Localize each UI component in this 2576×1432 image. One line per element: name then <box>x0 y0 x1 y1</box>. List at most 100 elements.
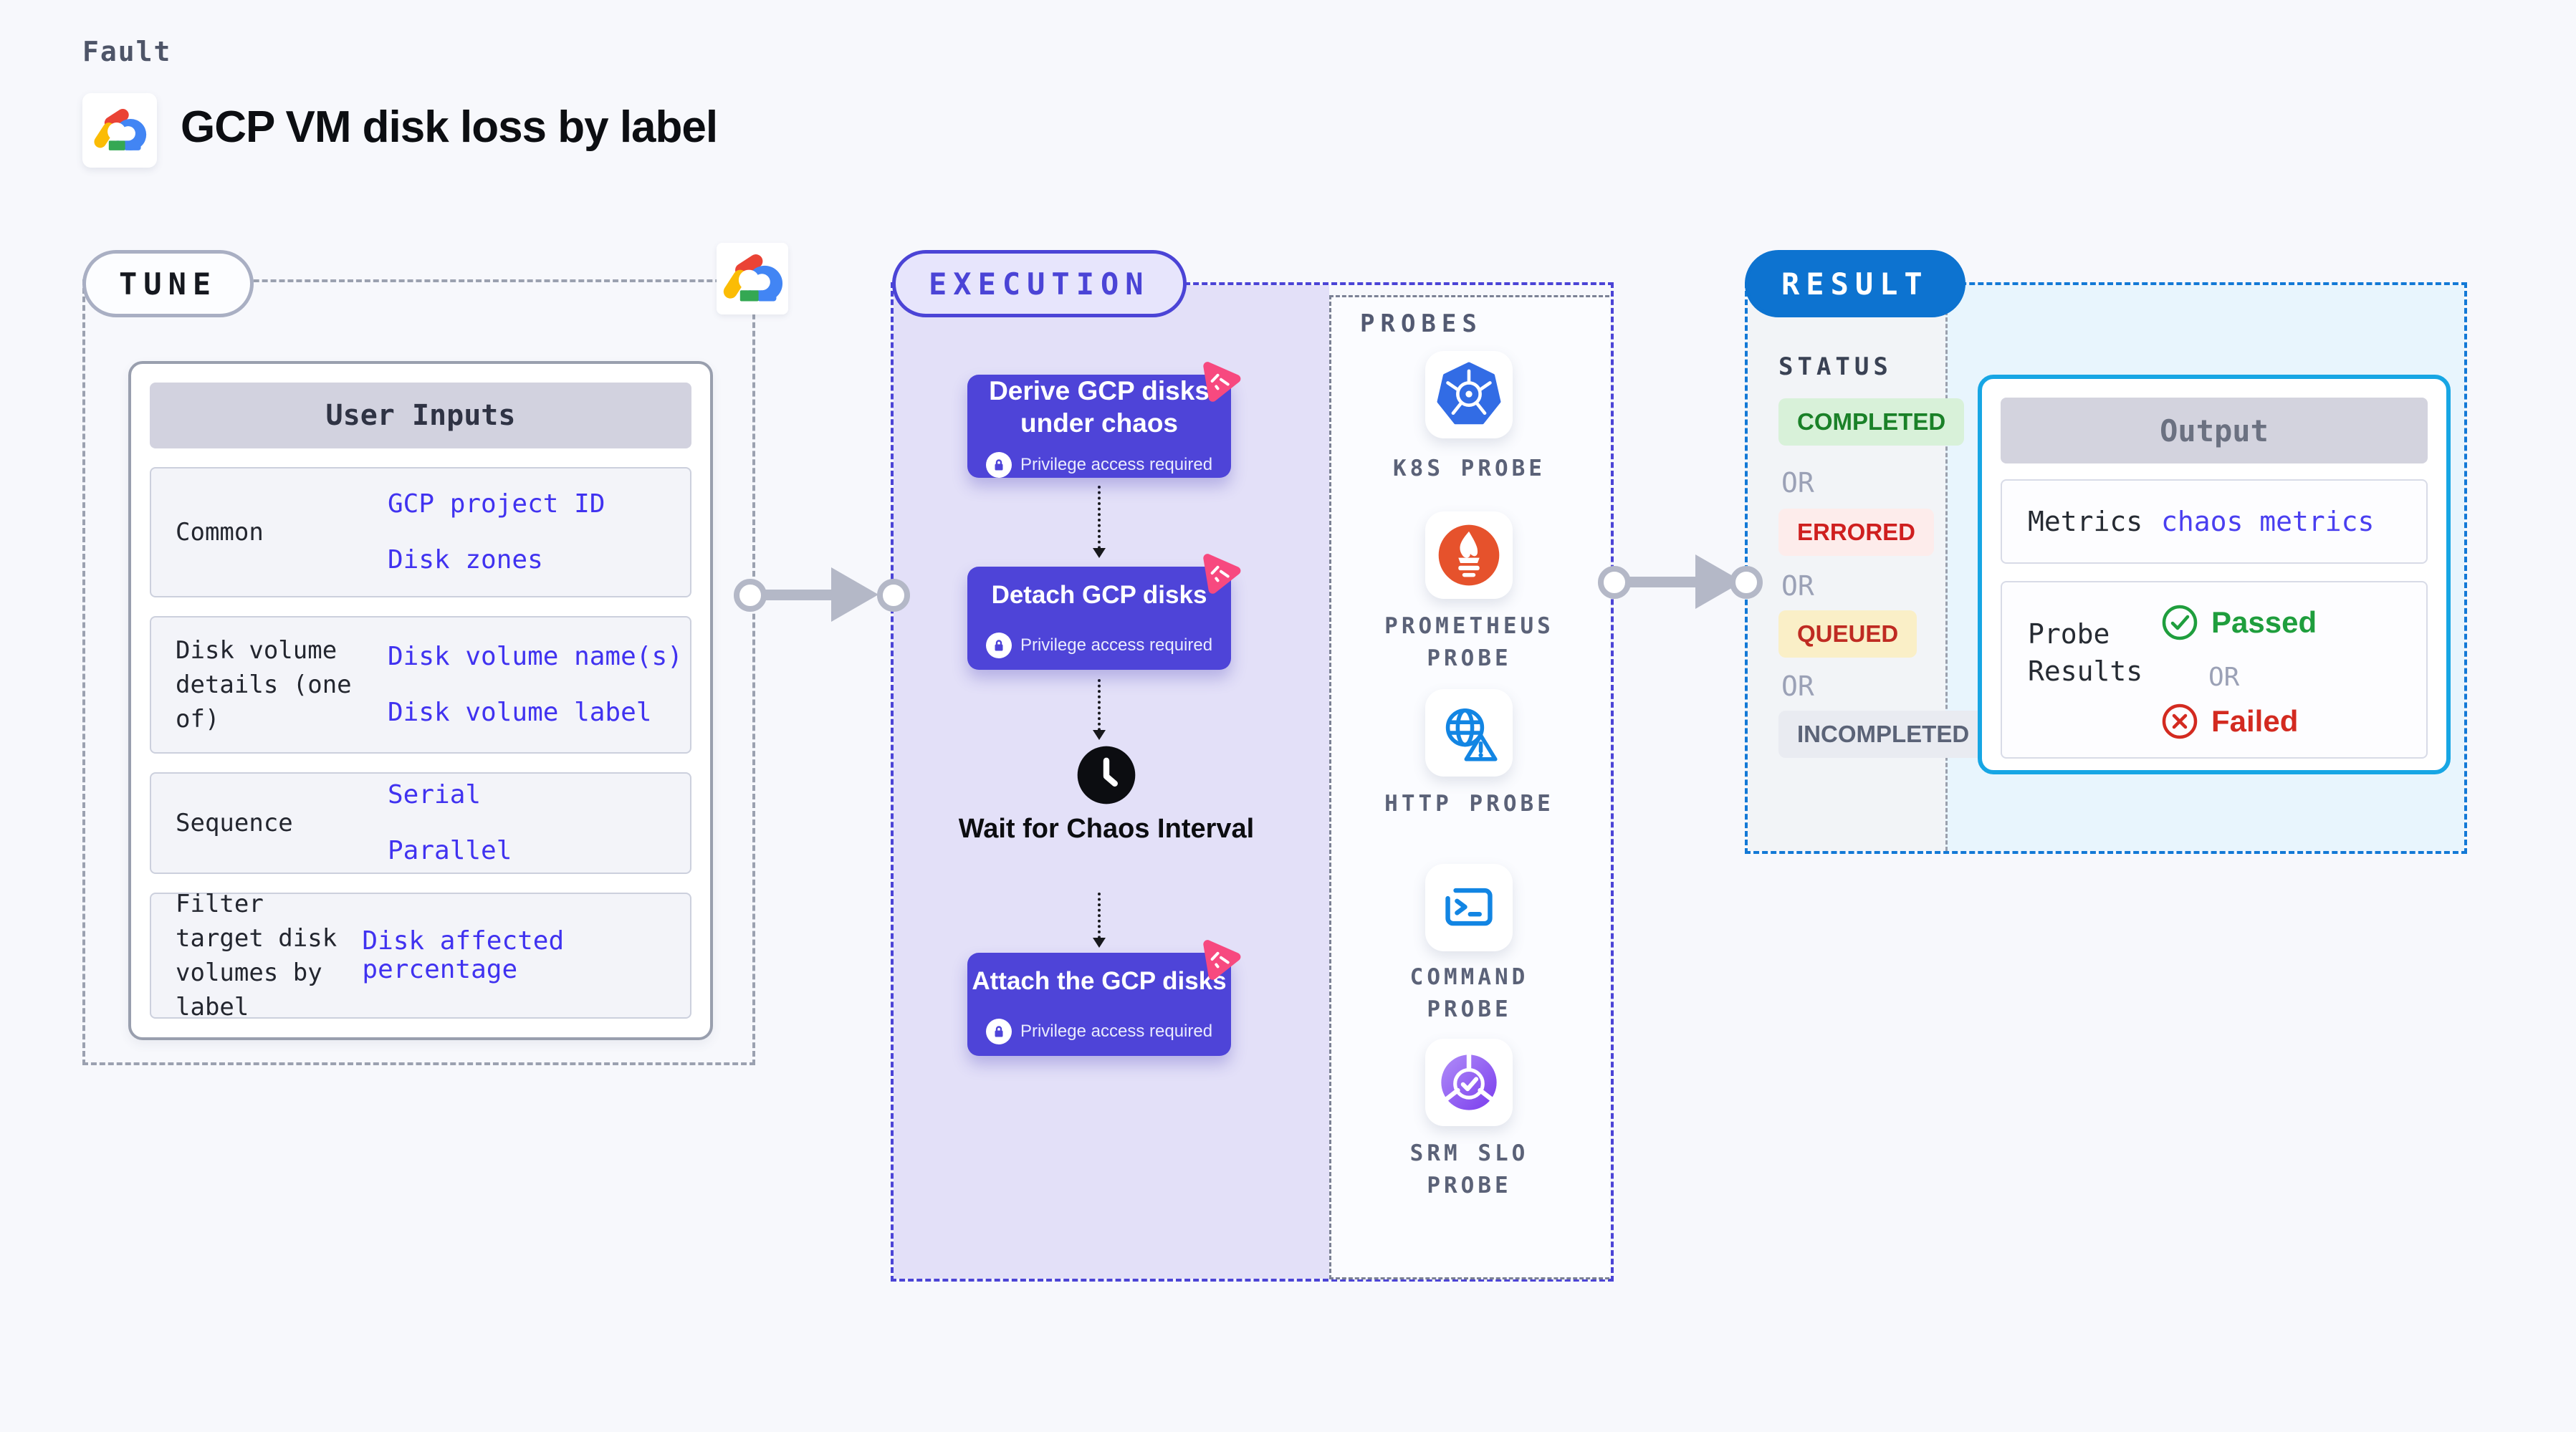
node-note-text: Privilege access required <box>1020 455 1213 474</box>
result-divider <box>1945 285 1948 851</box>
gcp-cloud-icon <box>92 106 147 150</box>
probe-results-label: Probe Results <box>2028 618 2143 687</box>
metrics-row: Metrics chaos metrics <box>2001 479 2428 564</box>
connector-line <box>1622 577 1698 587</box>
check-circle-icon <box>2162 605 2198 640</box>
chaos-icon <box>1192 355 1246 408</box>
row-value: Disk volume name(s) <box>388 642 683 671</box>
probe-label: COMMAND PROBE <box>1329 961 1609 1026</box>
status-chip-errored: ERRORED <box>1778 509 1935 556</box>
node-note: Privilege access required <box>985 1018 1212 1044</box>
lock-icon <box>985 1018 1012 1044</box>
tune-target-tile <box>717 243 788 314</box>
flow-arrow-down <box>1093 486 1106 558</box>
lock-icon <box>985 452 1012 478</box>
user-inputs-header: User Inputs <box>150 383 691 448</box>
metrics-label: Metrics <box>2028 506 2143 537</box>
row-values: Disk volume name(s) Disk volume label <box>388 643 683 727</box>
failed-text: Failed <box>2211 704 2299 738</box>
table-row: Disk volume details (one of) Disk volume… <box>150 616 691 754</box>
or-separator: OR <box>1781 570 1814 602</box>
execution-badge: EXECUTION <box>892 250 1187 317</box>
row-value: Disk affected percentage <box>362 926 565 984</box>
probe-label-text: HTTP PROBE <box>1384 791 1554 817</box>
or-separator: OR <box>2208 663 2240 692</box>
probe-tile-k8s <box>1425 351 1513 438</box>
connector-endpoint <box>1598 566 1631 599</box>
probe-label-text: PROMETHEUS PROBE <box>1384 613 1554 671</box>
table-row: Sequence Serial Parallel <box>150 772 691 874</box>
status-chip-queued: QUEUED <box>1778 610 1917 658</box>
chaos-icon <box>1192 933 1246 986</box>
probe-tile-command <box>1425 864 1513 951</box>
srm-slo-icon <box>1441 1052 1497 1110</box>
node-note: Privilege access required <box>985 632 1212 658</box>
terminal-icon <box>1445 888 1493 926</box>
output-card: Output Metrics chaos metrics Probe Resul… <box>1978 375 2451 774</box>
http-globe-icon <box>1445 708 1498 761</box>
lock-icon <box>985 632 1012 658</box>
chaos-icon <box>1192 547 1246 600</box>
flow-node-detach-disks: Detach GCP disks Privilege access requir… <box>967 567 1231 670</box>
row-value: Disk zones <box>388 545 543 575</box>
table-row: Filter target disk volumes by label Disk… <box>150 890 691 1022</box>
row-value: GCP project ID <box>388 489 605 519</box>
result-badge: RESULT <box>1745 250 1965 317</box>
or-separator: OR <box>1781 467 1814 499</box>
status-column-title: STATUS <box>1778 352 1892 381</box>
status-chip-completed: COMPLETED <box>1778 398 1965 446</box>
clock-icon <box>1076 745 1136 805</box>
metrics-value: chaos metrics <box>2161 506 2375 537</box>
probe-label-text: SRM SLO PROBE <box>1409 1140 1529 1198</box>
probes-panel <box>1329 295 1609 1279</box>
probe-label: K8S PROBE <box>1329 453 1609 485</box>
wait-step-label: Wait for Chaos Interval <box>958 814 1255 844</box>
node-note: Privilege access required <box>985 452 1213 478</box>
page-title: GCP VM disk loss by label <box>181 102 718 152</box>
row-values: Serial Parallel <box>388 781 512 865</box>
row-value: Disk volume label <box>388 698 652 727</box>
tune-badge: TUNE <box>82 250 254 317</box>
passed-text: Passed <box>2211 605 2317 639</box>
node-title: Derive GCP disks under chaos <box>989 376 1210 438</box>
passed-result: Passed <box>2161 604 2317 641</box>
probe-label-text: K8S PROBE <box>1393 456 1546 481</box>
tune-section-box <box>82 279 755 1065</box>
x-circle-icon <box>2162 703 2198 739</box>
or-separator: OR <box>1781 671 1814 702</box>
row-label: Disk volume details (one of) <box>176 636 352 734</box>
probe-label: PROMETHEUS PROBE <box>1329 610 1609 675</box>
probe-label: SRM SLO PROBE <box>1329 1138 1609 1202</box>
row-label: Filter target disk volumes by label <box>176 890 337 1022</box>
flow-node-derive-disks: Derive GCP disks under chaos Privilege a… <box>967 375 1231 478</box>
user-inputs-card: User Inputs Common GCP project ID Disk z… <box>128 361 713 1040</box>
flow-arrow-down <box>1093 679 1106 740</box>
table-row: Common GCP project ID Disk zones <box>150 467 691 597</box>
connector-endpoint <box>877 579 910 612</box>
gcp-cloud-icon <box>722 251 783 302</box>
output-header: Output <box>2001 398 2428 463</box>
probe-label-text: COMMAND PROBE <box>1409 964 1529 1022</box>
status-chip-incompleted: INCOMPLETED <box>1778 711 1988 758</box>
row-label: Sequence <box>176 809 293 837</box>
row-values: Disk affected percentage <box>362 927 690 984</box>
probe-results-row: Probe Results Passed OR Failed <box>2001 581 2428 759</box>
fault-kind-label: Fault <box>82 36 172 67</box>
connector-endpoint <box>734 579 767 612</box>
prometheus-icon <box>1438 524 1500 586</box>
flow-arrow-down <box>1093 893 1106 948</box>
kubernetes-icon <box>1437 362 1501 425</box>
connector-arrowhead <box>831 567 878 622</box>
failed-result: Failed <box>2161 703 2298 740</box>
row-values: GCP project ID Disk zones <box>388 490 605 575</box>
flow-node-attach-disks: Attach the GCP disks Privilege access re… <box>967 953 1231 1056</box>
row-value: Serial <box>388 780 482 809</box>
probe-tile-prometheus <box>1425 511 1513 599</box>
gcp-logo-tile <box>82 93 157 168</box>
probe-tile-http <box>1425 689 1513 777</box>
execution-section-box <box>891 282 1614 1282</box>
probes-panel-title: PROBES <box>1360 309 1483 338</box>
connector-line <box>758 590 834 600</box>
node-title: Detach GCP disks <box>991 580 1207 609</box>
probe-tile-srm-slo <box>1425 1039 1513 1126</box>
